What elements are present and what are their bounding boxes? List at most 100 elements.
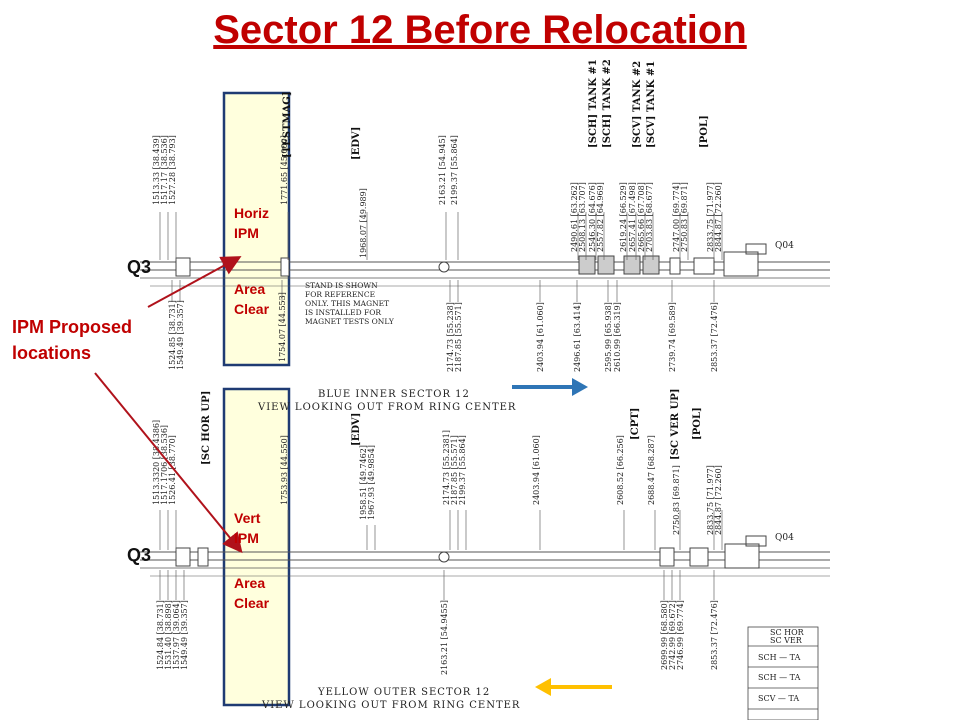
area-clear-label-top: Area Clear <box>234 281 270 317</box>
tag-sc-hor-up: [SC HOR UP] <box>201 391 212 465</box>
tag-sch-tank1: [SCH] TANK #1 <box>588 59 599 148</box>
tag-edv-bottom: [EDV] <box>351 413 362 446</box>
dim-2163-21: 2163.21 [54.945] <box>438 135 447 205</box>
dim-b-2163-21: 2163.21 [54.9455] <box>440 600 449 675</box>
svg-text:YELLOW OUTER SECTOR 12: YELLOW OUTER SECTOR 12 <box>317 687 490 698</box>
blue-direction-arrow <box>512 378 588 396</box>
tag-edv-top: [EDV] <box>351 127 362 160</box>
dim-b-1531-40: 1531.40 [38.898] <box>164 600 173 670</box>
tag-sc-ver-up: [SC VER UP] <box>670 388 681 460</box>
top-lower-ticks <box>171 280 715 302</box>
dim-b-2853-37: 2853.37 [72.476] <box>710 600 719 670</box>
dim-b-2750-83: 2750.83 [69.871] <box>672 465 681 535</box>
q04-label-bottom: Q04 <box>775 533 794 543</box>
svg-text:SC HOR: SC HOR <box>770 628 805 637</box>
dim-2199-37: 2199.37 [55.864] <box>450 135 459 205</box>
dim-2750-83: 2750.83 [69.871] <box>680 182 689 252</box>
svg-text:BLUE INNER SECTOR 12: BLUE INNER SECTOR 12 <box>318 389 470 400</box>
dim-b-1526-41: 1526.41 [38.770] <box>168 435 177 505</box>
q3-label-top: Q3 <box>127 257 152 277</box>
horiz-ipm-label: Horiz IPM <box>234 205 269 241</box>
top-section-caption: BLUE INNER SECTOR 12 VIEW LOOKING OUT FR… <box>257 389 516 413</box>
dim-2508-13: 2508.13 [63.707] <box>578 182 587 252</box>
svg-text:STAND IS SHOWN: STAND IS SHOWN <box>305 281 378 290</box>
svg-text:VIEW LOOKING OUT FROM RING CEN: VIEW LOOKING OUT FROM RING CENTER <box>257 402 516 413</box>
dim-1513-33: 1513.33 [38.439] <box>152 135 161 205</box>
svg-text:SCV — TA: SCV — TA <box>758 694 799 703</box>
dim-b-2403-94: 2403.94 [61.060] <box>532 435 541 505</box>
dim-2739-74: 2739.74 [69.589] <box>668 302 677 372</box>
svg-text:ONLY. THIS MAGNET: ONLY. THIS MAGNET <box>305 299 389 308</box>
dim-2665-66: 2665.66 [67.708] <box>637 182 646 252</box>
ipm-proposed-label: IPM Proposed locations <box>12 317 133 363</box>
top-upper-ticks <box>159 212 723 260</box>
dim-b-2187-85: 2187.85 [55.571] <box>450 435 459 505</box>
area-clear-label-bottom: Area Clear <box>234 575 270 611</box>
dim-b-1537-97: 1537.97 [39.064] <box>172 600 181 670</box>
dim-2844-87: 2844.87 [72.260] <box>714 182 723 252</box>
tag-sch-tank2: [SCH] TANK #2 <box>602 59 613 148</box>
bottom-upper-ticks <box>159 510 723 550</box>
pointer-arrow-vert-ipm <box>94 372 243 554</box>
dim-2187-85: 2187.85 [55.571] <box>454 302 463 372</box>
dim-2833-75: 2833.75 [71.977] <box>706 182 715 252</box>
dim-b-2746-99: 2746.99 [69.774] <box>676 600 685 670</box>
dim-b-1513-33: 1513.3320 [38.4386] <box>152 420 161 505</box>
svg-text:FOR REFERENCE: FOR REFERENCE <box>305 290 375 299</box>
q3-label-bottom: Q3 <box>127 545 152 565</box>
page-title: Sector 12 Before Relocation <box>213 8 747 52</box>
bottom-tags: [SC HOR UP] [EDV] [CPT] [SC VER UP] [POL… <box>201 388 703 465</box>
tag-scv-tank2: [SCV] TANK #2 <box>632 61 643 148</box>
dim-1968-07: 1968.07 [49.989] <box>359 188 368 258</box>
stand-note: STAND IS SHOWN FOR REFERENCE ONLY. THIS … <box>305 281 395 326</box>
svg-text:SC VER: SC VER <box>770 636 803 645</box>
dim-1524-85: 1524.85 [38.731] <box>168 300 177 370</box>
legend-rows: SC HOR SC VER SCH — TA SCH — TA SCV — TA <box>758 628 805 703</box>
dim-2490-61: 2490.61 [63.262] <box>570 182 579 252</box>
dim-b-2174-73: 2174.73 [55.2381] <box>442 430 451 505</box>
dim-2496-61: 2496.61 [63.414] <box>573 302 582 372</box>
legend-table <box>747 626 819 720</box>
dim-1771-65: 1771.65 [45.000] <box>280 135 289 205</box>
dim-1517-17: 1517.17 [38.536] <box>160 135 169 205</box>
dim-b-1958-51: 1958.51 [49.7462] <box>359 445 368 520</box>
dim-b-2688-47: 2688.47 [68.287] <box>647 435 656 505</box>
dim-2610-99: 2610.99 [66.319] <box>613 302 622 372</box>
dim-1527-28: 1527.28 [38.793] <box>168 135 177 205</box>
dim-2657-41: 2657.41 [67.498] <box>628 182 637 252</box>
bottom-lower-dimension-labels: 1524.84 [38.731] 1531.40 [38.898] 1537.9… <box>156 600 719 675</box>
dim-b-1753-93: 1753.93 [44.550] <box>280 435 289 505</box>
top-beamline <box>140 261 830 287</box>
bottom-lower-ticks <box>159 570 715 600</box>
tag-testmag: [TESTMAG] <box>282 91 293 158</box>
dim-b-1967-93: 1967.93 [49.9854] <box>367 445 376 520</box>
pointer-arrow-horiz-ipm <box>147 256 242 308</box>
dim-b-2699-99: 2699.99 [68.580] <box>660 600 669 670</box>
bottom-support-stands <box>175 535 767 569</box>
dim-b-2608-52: 2608.52 [66.256] <box>616 435 625 505</box>
top-support-stands <box>175 243 767 277</box>
dim-b-2742-99: 2742.99 [69.672] <box>668 600 677 670</box>
ipm-area-box-top <box>222 91 291 367</box>
dim-2546-30: 2546.30 [64.676] <box>588 182 597 252</box>
svg-text:SCH — TA: SCH — TA <box>758 653 801 662</box>
dim-2747-00: 2747.00 [69.774] <box>672 182 681 252</box>
dim-2853-37: 2853.37 [72.476] <box>710 302 719 372</box>
gold-direction-arrow <box>535 678 612 696</box>
svg-text:MAGNET TESTS ONLY: MAGNET TESTS ONLY <box>305 317 395 326</box>
dim-b-1524-84: 1524.84 [38.731] <box>156 600 165 670</box>
dim-b-1549-49: 1549.49 [39.357] <box>180 600 189 670</box>
q04-label-top: Q04 <box>775 241 794 251</box>
dim-b-2844-87: 2844.87 [72.260] <box>714 465 723 535</box>
bottom-beamline <box>140 551 830 577</box>
dim-2174-73: 2174.73 [55.238] <box>446 302 455 372</box>
dim-2619-24: 2619.24 [66.529] <box>619 182 628 252</box>
dim-b-2199-37: 2199.37 [55.864] <box>458 435 467 505</box>
dim-1754-07: 1754.07 [44.553] <box>278 292 287 362</box>
dim-2703-83: 2703.83 [68.677] <box>645 182 654 252</box>
tag-scv-tank1: [SCV] TANK #1 <box>646 61 657 148</box>
dim-b-1517-17: 1517.1706 [38.536] <box>160 425 169 505</box>
tag-pol-bottom: [POL] <box>692 407 703 440</box>
bottom-section-caption: YELLOW OUTER SECTOR 12 VIEW LOOKING OUT … <box>261 687 519 711</box>
